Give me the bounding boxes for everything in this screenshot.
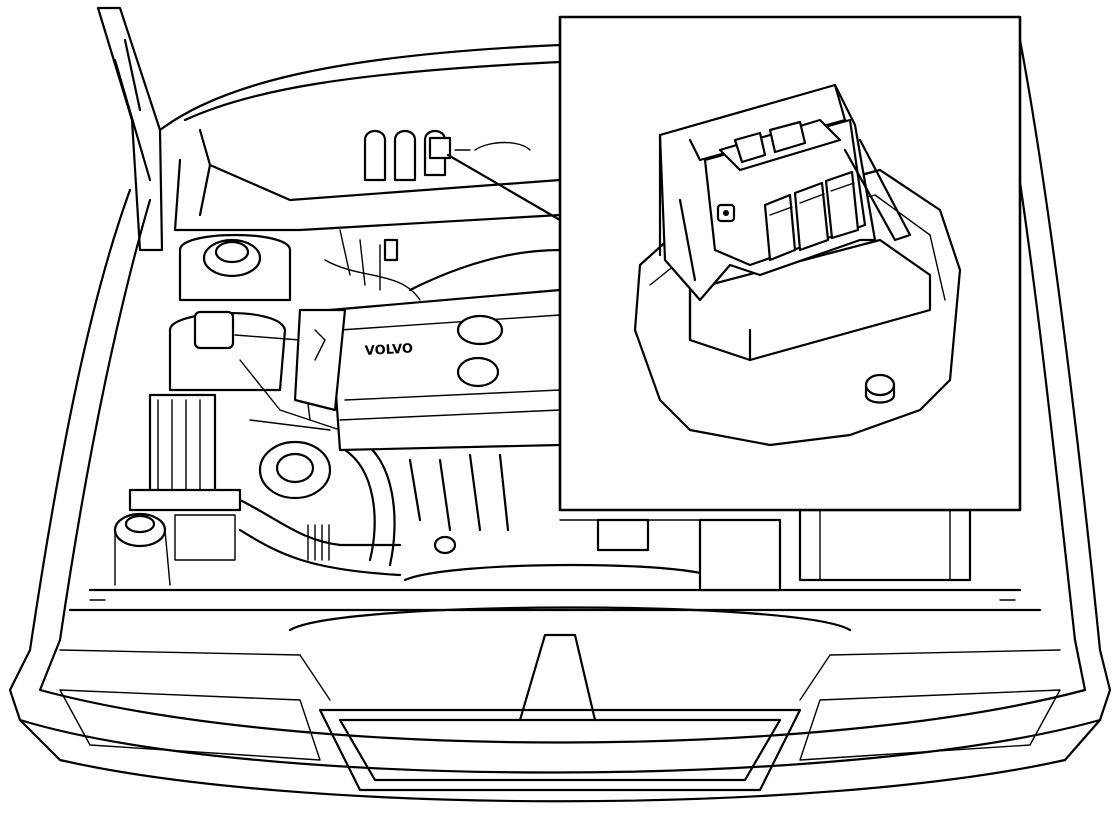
engine-badge: VOLVO — [364, 341, 413, 359]
engine-block: VOLVO — [293, 229, 722, 582]
left-engine-components — [113, 233, 402, 586]
open-hood — [96, 6, 164, 252]
callout-leader-line — [446, 153, 562, 222]
firewall — [173, 128, 562, 232]
connector-detail-inset — [558, 15, 1022, 512]
right-engine-components — [559, 508, 972, 592]
